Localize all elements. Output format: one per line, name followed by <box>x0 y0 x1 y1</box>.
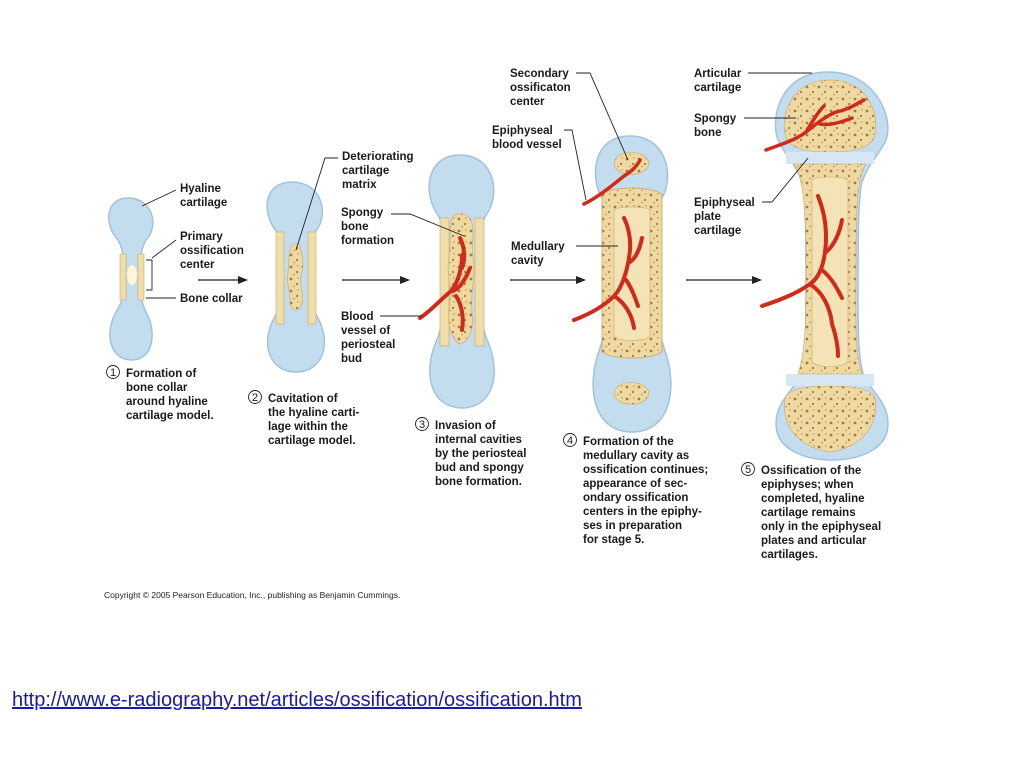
secondary-ossification-center-top <box>614 152 650 175</box>
stage-1-caption: 1 Formation of bone collar around hyalin… <box>106 365 214 422</box>
label-spongy-bone-formation: Spongy bone formation <box>341 207 394 247</box>
label-articular-cartilage: Articular cartilage <box>694 68 745 94</box>
stage-3-caption: 3 Invasion of internal cavities by the p… <box>415 417 530 488</box>
stage-2-bone <box>266 181 326 373</box>
epiphyseal-vessels-stage-5 <box>764 98 866 152</box>
label-spongy-bone: Spongy bone <box>694 113 739 139</box>
spongy-bone-formation-area <box>447 213 475 345</box>
stage-4-labels: Secondary ossificaton center Epiphyseal … <box>492 68 629 267</box>
label-deteriorating-cartilage-matrix: Deteriorating cartilage matrix <box>342 151 417 191</box>
stage-5-caption-text: Ossification of the epiphyses; when comp… <box>761 465 884 561</box>
source-url-link[interactable]: http://www.e-radiography.net/articles/os… <box>12 689 582 711</box>
stage-1-labels: Hyaline cartilage Primary ossification c… <box>141 183 247 305</box>
stage-4-caption-text: Formation of the medullary cavity as oss… <box>583 436 711 546</box>
stage-3-bone <box>418 154 495 409</box>
stage-4-number: 4 <box>567 435 573 447</box>
medullary-vessels-stage-5 <box>760 194 844 358</box>
stage-5-labels: Articular cartilage Spongy bone Epiphyse… <box>694 68 812 237</box>
stage-1-number: 1 <box>110 367 116 379</box>
bone-collar-3-right <box>474 217 485 347</box>
stage-3-labels: Spongy bone formation Blood vessel of pe… <box>341 207 465 365</box>
stage-2-caption-text: Cavitation of the hyaline carti- lage wi… <box>268 393 363 447</box>
label-primary-ossification-center: Primary ossification center <box>180 231 247 271</box>
stage-5-caption: 5 Ossification of the epiphyses; when co… <box>741 462 884 561</box>
copyright-notice: Copyright © 2005 Pearson Education, Inc.… <box>104 590 400 600</box>
medullary-vessels-stage-4 <box>572 216 644 330</box>
stage-4-bone <box>572 135 672 433</box>
deteriorating-matrix-2 <box>287 243 304 311</box>
periosteal-bud-vessel <box>418 236 472 332</box>
secondary-ossification-center-bottom <box>614 382 650 405</box>
epiphyseal-plate-bottom <box>786 374 874 386</box>
bone-collar-2-right <box>307 231 317 325</box>
label-blood-vessel-periosteal-bud: Blood vessel of periosteal bud <box>341 311 399 365</box>
spongy-bone-epiphysis-bottom <box>783 385 877 453</box>
bone-collar-left <box>119 253 127 301</box>
stage-2-caption: 2 Cavitation of the hyaline carti- lage … <box>248 390 363 447</box>
arrow-3-to-4 <box>510 276 586 284</box>
epiphyseal-blood-vessel-line <box>582 158 642 206</box>
bone-collar-2-left <box>275 231 285 325</box>
primary-ossification-center-mark <box>127 265 137 285</box>
stage-2-number: 2 <box>252 392 258 404</box>
bone-collar-right <box>137 253 145 301</box>
stage-1-caption-text: Formation of bone collar around hyaline … <box>126 368 214 422</box>
label-epiphyseal-blood-vessel: Epiphyseal blood vessel <box>492 125 562 151</box>
stage-1-bone <box>108 197 154 361</box>
stage-5-number: 5 <box>745 464 751 476</box>
epiphyseal-plate-top <box>786 152 874 164</box>
label-secondary-ossification-center: Secondary ossificaton center <box>510 68 574 108</box>
bone-collar-3-left <box>439 217 450 347</box>
label-bone-collar: Bone collar <box>180 293 243 305</box>
medullary-cavity-stage-5 <box>811 176 849 367</box>
stage-4-caption: 4 Formation of the medullary cavity as o… <box>563 433 711 546</box>
arrow-4-to-5 <box>686 276 762 284</box>
stage-2-labels: Deteriorating cartilage matrix <box>295 151 417 251</box>
label-epiphyseal-plate-cartilage: Epiphyseal plate cartilage <box>694 197 758 237</box>
label-medullary-cavity: Medullary cavity <box>511 241 568 267</box>
stage-3-caption-text: Invasion of internal cavities by the per… <box>435 420 530 488</box>
arrow-2-to-3 <box>342 276 410 284</box>
stage-5-bone <box>760 71 889 461</box>
stage-3-number: 3 <box>419 419 425 431</box>
arrow-1-to-2 <box>198 276 248 284</box>
label-hyaline-cartilage: Hyaline cartilage <box>180 183 227 209</box>
